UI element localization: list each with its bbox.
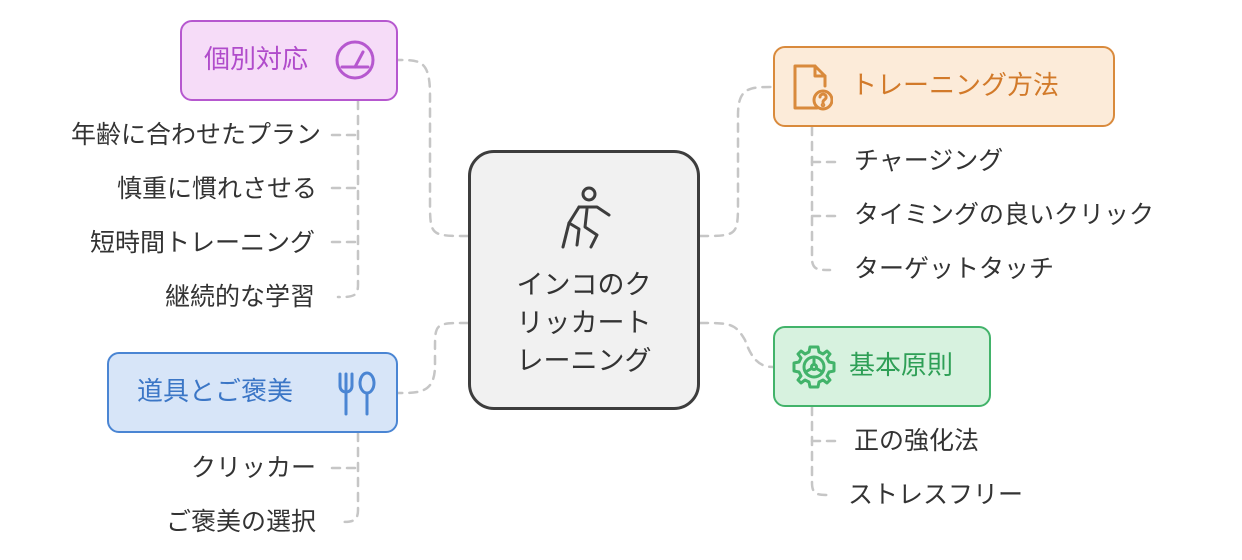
leaf-individual-2: 慎重に慣れさせる (116, 174, 317, 203)
leaf-training-3: ターゲットタッチ (854, 254, 1055, 283)
leaf-individual-1: 年齢に合わせたプラン (70, 120, 321, 149)
leaf-basics-1: 正の強化法 (854, 426, 980, 455)
branch-training-label: トレーニング方法 (851, 71, 1060, 101)
file-question-icon (793, 64, 833, 111)
utensils-icon (338, 371, 376, 416)
branch-tools: 道具とご褒美 (107, 352, 398, 433)
branch-individual-label: 個別対応 (204, 45, 309, 75)
central-topic: インコのク リッカート レーニング (468, 150, 700, 410)
gear-icon (792, 345, 836, 389)
branch-basics-label: 基本原則 (849, 351, 954, 381)
branch-individual: 個別対応 (180, 20, 398, 101)
leaf-training-1: チャージング (854, 146, 1004, 175)
leaf-training-2: タイミングの良いクリック (854, 200, 1155, 229)
leaf-tools-2: ご褒美の選択 (165, 507, 316, 536)
branch-tools-label: 道具とご褒美 (137, 377, 294, 407)
gauge-icon (335, 40, 375, 80)
branch-training: トレーニング方法 (773, 46, 1115, 127)
leaf-tools-1: クリッカー (190, 453, 316, 482)
leaf-basics-2: ストレスフリー (848, 480, 1024, 509)
central-title: インコのク リッカート レーニング (516, 270, 652, 377)
person-push-icon (561, 186, 611, 249)
leaf-individual-4: 継続的な学習 (164, 282, 315, 311)
leaf-individual-3: 短時間トレーニング (89, 228, 315, 257)
branch-basics: 基本原則 (773, 326, 991, 407)
